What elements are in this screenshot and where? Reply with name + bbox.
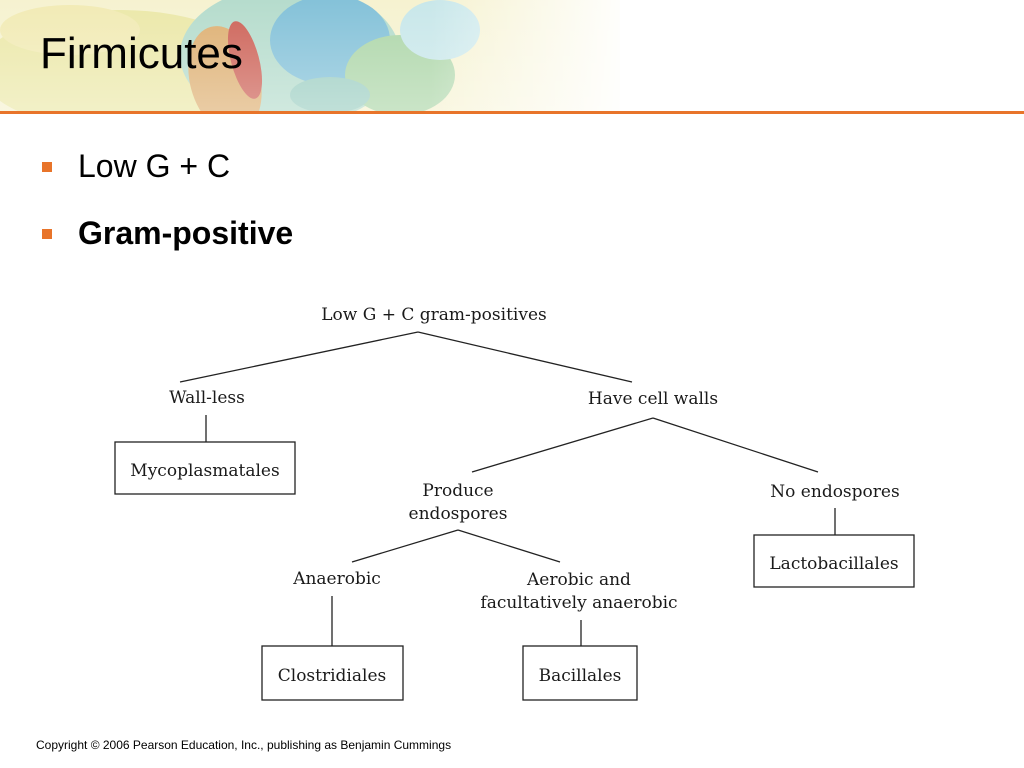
node-no-endospores: No endospores <box>770 482 899 502</box>
bullet-text: Gram-positive <box>78 215 294 251</box>
node-mycoplasmatales: Mycoplasmatales <box>130 461 279 481</box>
edge <box>179 331 419 383</box>
node-clostridiales: Clostridiales <box>278 666 386 686</box>
edge <box>457 529 561 563</box>
bullet-item: Gram-positive <box>42 215 293 252</box>
node-produce-endospores-line2: endospores <box>409 504 508 524</box>
edge <box>471 417 654 473</box>
edge <box>351 529 459 563</box>
edge <box>652 417 819 473</box>
edge <box>417 331 633 383</box>
node-root: Low G + C gram-positives <box>321 305 546 325</box>
node-box-mycoplasmatales <box>114 441 296 495</box>
bullet-text: Low G + C <box>78 148 231 184</box>
node-box-lactobacillales <box>753 534 915 588</box>
bullet-square-icon <box>42 161 52 172</box>
bullet-square-icon <box>42 228 52 239</box>
title-divider <box>0 111 1024 114</box>
node-have-cell-walls: Have cell walls <box>588 389 718 409</box>
node-produce-endospores-line1: Produce <box>422 481 493 501</box>
slide-title: Firmicutes <box>40 29 243 78</box>
node-aerobic-line1: Aerobic and <box>526 570 631 590</box>
copyright-footer: Copyright © 2006 Pearson Education, Inc.… <box>36 738 452 752</box>
node-box-clostridiales <box>261 645 404 701</box>
node-lactobacillales: Lactobacillales <box>769 554 898 574</box>
bullet-item: Low G + C <box>42 148 230 185</box>
node-wall-less: Wall-less <box>169 388 245 408</box>
node-box-bacillales <box>522 645 638 701</box>
node-aerobic-line2: facultatively anaerobic <box>480 593 677 613</box>
node-anaerobic: Anaerobic <box>292 569 381 589</box>
node-bacillales: Bacillales <box>539 666 622 686</box>
header-bacteria-image <box>0 0 1024 112</box>
